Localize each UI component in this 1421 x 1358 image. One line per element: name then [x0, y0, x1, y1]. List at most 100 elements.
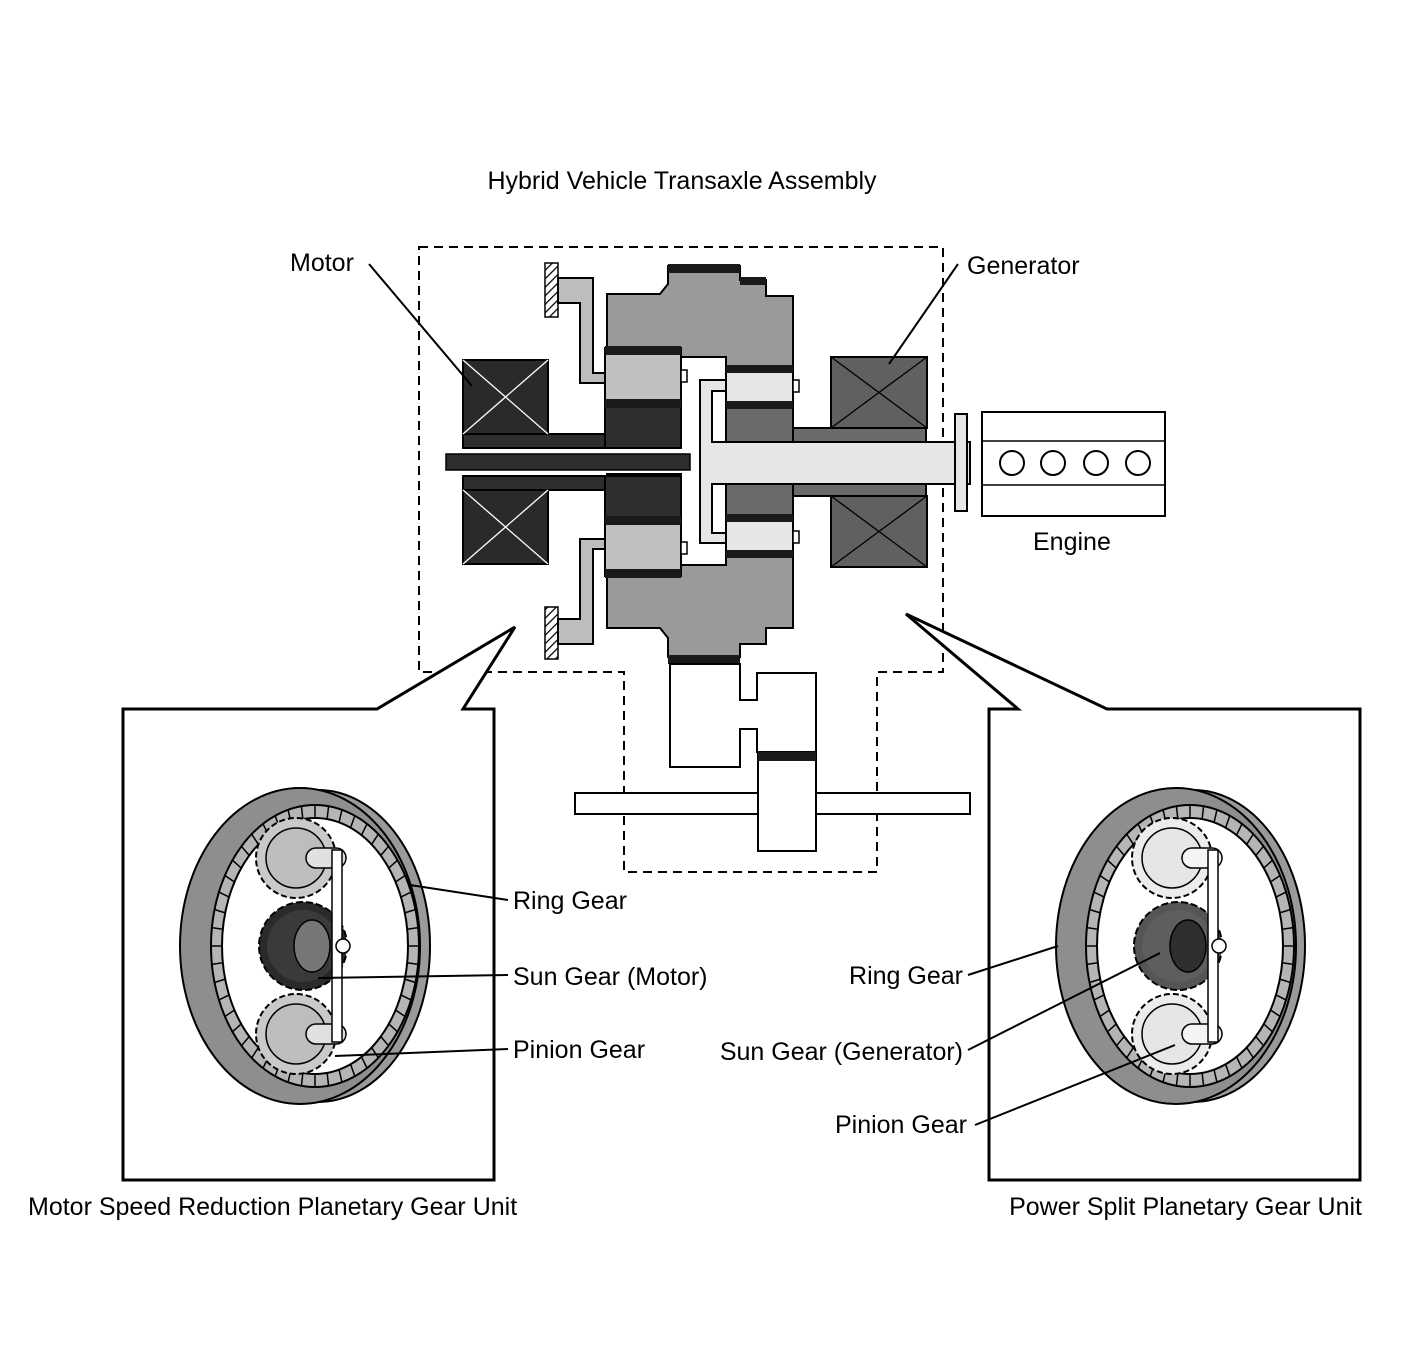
left-sun-gear-label: Sun Gear (Motor) [513, 963, 708, 991]
right-pinion-gear-label: Pinion Gear [835, 1111, 967, 1139]
left-unit-caption: Motor Speed Reduction Planetary Gear Uni… [28, 1193, 517, 1221]
ring-tooth [1086, 961, 1098, 966]
right-carrier-pin [1211, 938, 1227, 954]
ring-tooth [360, 1056, 368, 1069]
ring-tooth [300, 806, 304, 820]
ring-tooth [360, 823, 368, 836]
split-pinion-top [725, 365, 800, 409]
ring-tooth [1089, 908, 1101, 914]
right-unit-caption: Power Split Planetary Gear Unit [1009, 1193, 1362, 1221]
ring-tooth [1279, 908, 1291, 914]
fixed-mount-bottom [544, 538, 607, 660]
ring-tooth [1126, 1047, 1135, 1059]
ring-tooth [1201, 806, 1205, 820]
ring-tooth [338, 1069, 343, 1083]
ring-tooth [326, 806, 330, 820]
ring-tooth [1282, 926, 1294, 931]
ring-tooth [1275, 891, 1287, 898]
ring-tooth [407, 961, 419, 966]
ring-tooth [1175, 806, 1179, 820]
ring-tooth [1224, 1064, 1231, 1077]
differential-gear [757, 751, 817, 852]
ring-tooth [1093, 891, 1105, 898]
ring-tooth [1224, 815, 1231, 828]
left-ring-teeth-marks [211, 805, 419, 1087]
ring-tooth [1213, 1069, 1218, 1083]
left-pinion-gear-leader [334, 1048, 509, 1057]
left-ring-gear-label: Ring Gear [513, 887, 627, 915]
right-ring-gear-label: Ring Gear [849, 962, 963, 990]
ring-tooth [1279, 978, 1291, 984]
ring-tooth [1270, 1009, 1281, 1018]
ring-tooth [1093, 994, 1105, 1001]
ring-tooth [388, 1023, 399, 1033]
carrier-input-shaft [699, 379, 971, 544]
ring-tooth [231, 859, 242, 869]
generator-leader [888, 263, 959, 365]
ring-tooth [388, 859, 399, 869]
engine-label: Engine [1033, 528, 1111, 556]
ring-tooth [395, 874, 406, 883]
engine-flywheel [954, 413, 968, 512]
right-sun-gear-label: Sun Gear (Generator) [720, 1038, 963, 1066]
ring-tooth [231, 1023, 242, 1033]
generator-stator-top [830, 356, 928, 429]
motor-pinion-bottom [604, 516, 688, 578]
ring-tooth [214, 978, 226, 984]
fixed-mount-top [544, 262, 607, 384]
ring-tooth [1115, 845, 1125, 856]
cylinder-4 [1125, 450, 1151, 476]
ring-tooth [400, 891, 412, 898]
ring-tooth [326, 1072, 330, 1086]
right-sun-gear [1133, 901, 1223, 991]
ring-tooth [1213, 809, 1218, 823]
ring-tooth [251, 833, 260, 845]
ring-tooth [1245, 1047, 1254, 1059]
ring-tooth [370, 833, 379, 845]
ring-tooth [224, 1009, 235, 1018]
left-sun-gear-leader [317, 974, 509, 979]
motor-label: Motor [290, 249, 354, 277]
left-planetary-gear-unit [179, 787, 431, 1105]
split-pinion-bottom [725, 514, 800, 558]
left-pinion-gear-top [255, 817, 347, 899]
ring-tooth [240, 1036, 250, 1047]
ring-tooth [251, 1047, 260, 1059]
ring-tooth [1275, 994, 1287, 1001]
right-pinion-gear-leader [974, 1044, 1176, 1126]
left-ring-gear-leader [409, 884, 509, 901]
motor-stator-bottom [462, 489, 549, 565]
generator-label: Generator [967, 252, 1080, 280]
ring-tooth [1235, 1056, 1243, 1069]
engine-block [981, 411, 1166, 517]
ring-tooth [1099, 1009, 1110, 1018]
left-sun-gear [258, 901, 348, 991]
ring-tooth [1270, 874, 1281, 883]
ring-tooth [1099, 874, 1110, 883]
ring-tooth [380, 1036, 390, 1047]
ring-tooth [400, 994, 412, 1001]
ring-tooth [1106, 859, 1117, 869]
ring-tooth [1263, 859, 1274, 869]
ring-tooth [211, 926, 223, 931]
motor-pinion-top [604, 346, 688, 408]
ring-tooth [370, 1047, 379, 1059]
motor-shaft [445, 453, 691, 471]
cylinder-1 [999, 450, 1025, 476]
cylinder-3 [1083, 450, 1109, 476]
ring-tooth [404, 908, 416, 914]
ring-tooth [224, 874, 235, 883]
ring-tooth [1115, 1036, 1125, 1047]
ring-tooth [1235, 823, 1243, 836]
ring-tooth [1201, 1072, 1205, 1086]
ring-tooth [407, 926, 419, 931]
ring-tooth [1086, 926, 1098, 931]
left-pinion-gear-label: Pinion Gear [513, 1036, 645, 1064]
ring-tooth [349, 815, 356, 828]
right-planetary-gear-unit [1055, 787, 1306, 1105]
ring-tooth [1175, 1072, 1179, 1086]
right-ring-gear-leader [967, 945, 1059, 976]
ring-tooth [1089, 978, 1101, 984]
ring-tooth [395, 1009, 406, 1018]
